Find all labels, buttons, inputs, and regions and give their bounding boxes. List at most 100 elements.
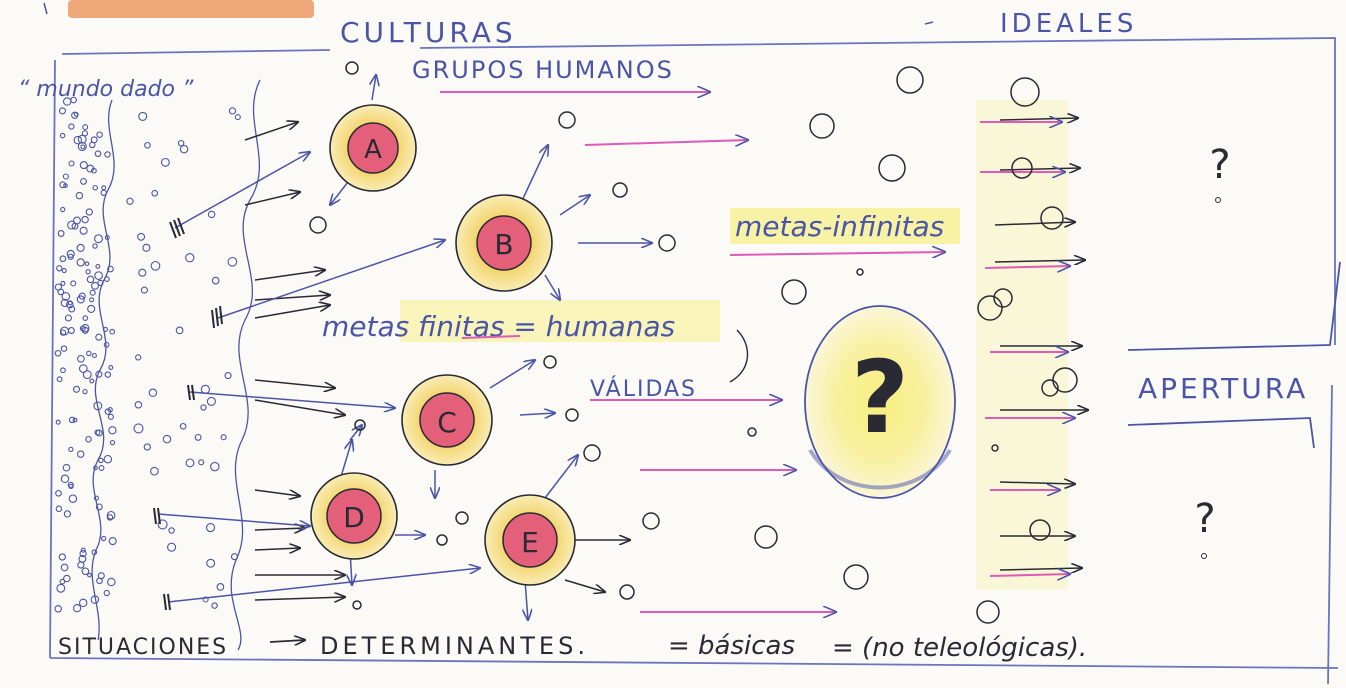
texture-dot [68,123,75,130]
texture-dot [211,276,220,285]
infinite-goals-label: metas-infinitas [735,210,944,243]
texture-dot [68,305,76,313]
texture-dot [60,280,66,286]
opening-label: APERTURA [1138,372,1308,405]
texture-dot [72,417,78,423]
texture-dot [77,561,85,569]
texture-dot [96,131,103,138]
group-a-label: A [364,135,382,165]
texture-dot [67,220,77,230]
texture-dot [58,553,66,561]
texture-dot [157,519,168,530]
texture-dot [206,396,216,406]
frame-border [49,37,1339,685]
texture-dot [179,144,189,154]
valid-label: VÁLIDAS [590,376,697,402]
texture-dot [142,243,151,252]
texture-dot [107,577,116,587]
texture-dot [224,372,232,380]
texture-dot [87,304,96,313]
texture-dot [77,134,87,144]
texture-dot [61,268,67,274]
texture-dot [138,268,147,277]
texture-dot [220,434,227,441]
texture-dot [56,265,63,272]
texture-dot [80,144,86,150]
texture-dot [109,328,116,335]
texture-dot [77,141,87,152]
texture-dot [91,352,97,359]
texture-dot [76,243,85,252]
texture-dot [97,279,104,287]
texture-dot [101,185,107,191]
texture-dot [148,388,158,398]
group-e: E [484,494,576,586]
group-e-label: E [521,526,539,559]
texture-dot [151,189,159,197]
texture-dot [70,280,77,287]
scattered-bubbles [309,61,1078,624]
texture-dot [92,243,98,249]
origin-marks [153,217,223,611]
texture-dot [230,553,239,561]
group-c-label: C [437,406,457,439]
texture-dot [59,181,67,189]
texture-dot [126,197,134,205]
texture-dot [162,434,172,444]
texture-dot [63,510,72,518]
texture-dot [62,463,71,472]
texture-dot [93,465,98,471]
texture-dot [94,271,103,280]
texture-dot [185,458,195,468]
texture-dot [93,401,103,411]
texture-dot [73,111,79,117]
group-d: D [310,472,398,560]
texture-dot [60,367,66,374]
texture-dot [59,329,67,336]
texture-dot [94,234,103,244]
texture-dot [55,505,63,513]
texture-dot [91,549,98,556]
highlight-finite-goals [400,300,720,342]
arrows-pink [440,92,1075,612]
texture-dot [104,151,111,158]
arrows-blue [157,75,652,620]
central-question-egg: ? [804,305,956,499]
texture-dot [108,537,117,546]
texture-dot [61,292,71,301]
texture-dot [202,596,209,603]
texture-dot [177,139,185,147]
given-world-texture [54,96,241,613]
texture-dot [104,276,110,282]
texture-dot [68,416,76,424]
texture-dot [150,466,159,476]
texture-dot [54,349,62,357]
texture-dot [101,535,107,542]
texture-dot [79,226,88,235]
texture-dot [135,354,142,361]
texture-dot [85,269,91,275]
texture-dot [58,107,67,115]
group-d-label: D [343,501,365,534]
texture-dot [95,370,103,378]
texture-dot [95,503,103,511]
texture-dot [54,605,62,613]
given-world-boundary-outer [230,79,261,651]
texture-dot [108,365,114,370]
texture-dot [60,206,66,213]
question-mark-top: ? [1209,142,1230,188]
texture-dot [56,583,66,593]
texture-dot [94,150,102,158]
texture-dot [94,429,101,436]
texture-dot [107,265,114,273]
group-a: A [329,104,417,192]
ideals-title: IDEALES [1000,9,1137,39]
texture-dot [57,230,65,237]
texture-dot [103,454,113,464]
texture-dot [109,439,116,446]
texture-dot [138,111,148,121]
texture-dot [80,547,86,553]
human-groups-label: GRUPOS HUMANOS [412,56,674,84]
